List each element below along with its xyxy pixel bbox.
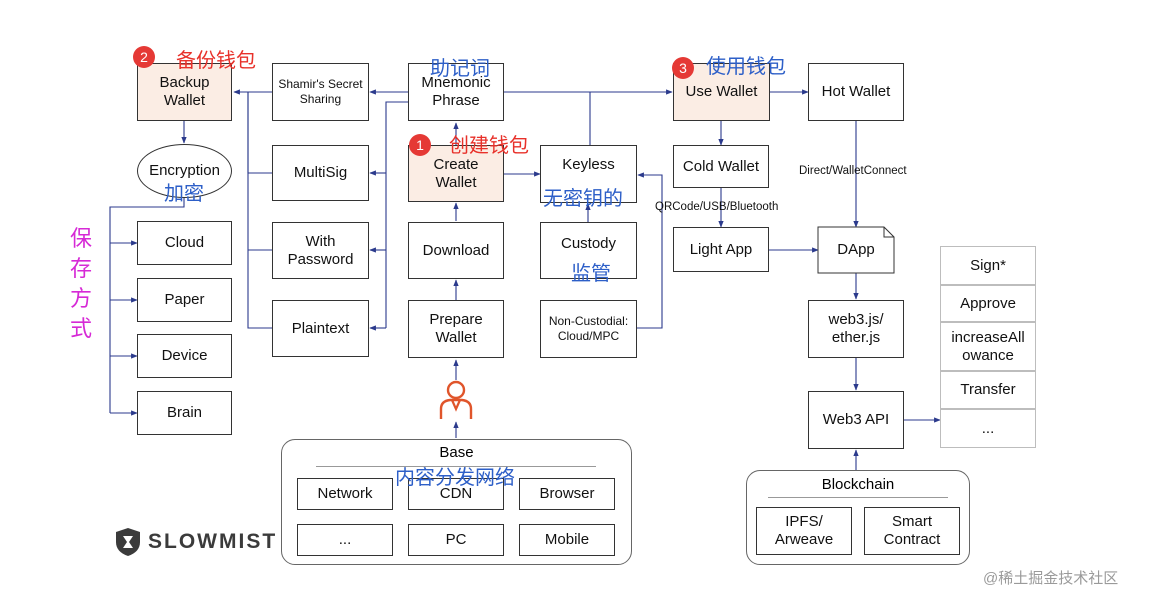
backup-wallet-label: Backup Wallet (159, 74, 210, 109)
smart-contract-label: Smart Contract (883, 513, 941, 548)
base-item-label: PC (445, 531, 467, 548)
light-app-node: Light App (673, 227, 769, 272)
annotation-cdn: 内容分发网络 (395, 467, 515, 489)
base-item-cdn: CDN (408, 478, 504, 510)
base-item-network: Network (297, 478, 393, 510)
blockchain-title: Blockchain (821, 476, 895, 493)
shamir-node: Shamir's Secret Sharing (272, 63, 369, 121)
base-item-label: Network (317, 485, 373, 502)
annotation-encryption: 加密 (164, 183, 204, 205)
approve-label: Approve (960, 294, 1016, 312)
blockchain-separator (768, 497, 948, 498)
more-methods-node: ... (940, 409, 1036, 448)
base-item-label: CDN (439, 485, 473, 502)
annotation-keyless: 无密钥的 (543, 188, 623, 210)
badge-use: 3 (672, 57, 694, 79)
keyless-node: Keyless (540, 145, 637, 203)
prepare-wallet-node: Prepare Wallet (408, 300, 504, 358)
sign-label: Sign* (970, 256, 1006, 274)
paper-label: Paper (164, 291, 205, 308)
cloud-label: Cloud (164, 234, 205, 251)
annotation-use: 使用钱包 (706, 56, 786, 78)
watermark: @稀土掘金技术社区 (983, 570, 1119, 587)
cloud-node: Cloud (137, 221, 232, 265)
with-password-node: With Password (272, 222, 369, 279)
ipfs-node: IPFS/ Arweave (756, 507, 852, 555)
shield-icon (116, 528, 140, 556)
brain-label: Brain (166, 404, 203, 421)
base-title: Base (439, 444, 474, 461)
encryption-label: Encryption (149, 162, 220, 179)
paper-node: Paper (137, 278, 232, 322)
shamir-label: Shamir's Secret Sharing (278, 77, 363, 106)
increase-allowance-label: increaseAll owance (951, 328, 1025, 364)
base-separator (316, 466, 596, 467)
annotation-storage: 保存方式 (69, 226, 92, 341)
use-wallet-label: Use Wallet (685, 83, 758, 100)
ipfs-label: IPFS/ Arweave (774, 513, 834, 548)
increase-allowance-node: increaseAll owance (940, 322, 1036, 371)
base-item-label: Browser (539, 485, 595, 502)
light-app-label: Light App (689, 240, 753, 258)
hot-wallet-node: Hot Wallet (808, 63, 904, 121)
transfer-node: Transfer (940, 371, 1036, 409)
qrcode-usb-bluetooth-label: QRCode/USB/Bluetooth (655, 201, 779, 213)
web3api-label: Web3 API (822, 411, 890, 428)
dapp-node: DApp (818, 227, 894, 273)
smart-contract-node: Smart Contract (864, 507, 960, 555)
annotation-custody: 监管 (571, 263, 611, 285)
web3js-node: web3.js/ ether.js (808, 300, 904, 358)
annotation-mnemonic: 助记词 (430, 58, 490, 80)
base-item-label: ... (338, 531, 352, 548)
base-item-mobile: Mobile (519, 524, 615, 556)
custody-node: Custody (540, 222, 637, 279)
transfer-label: Transfer (960, 381, 1016, 398)
keyless-label: Keyless (562, 156, 615, 173)
badge-create: 1 (409, 134, 431, 156)
encryption-node: Encryption (137, 144, 232, 198)
logo-text: SLOWMIST (148, 530, 278, 553)
prepare-wallet-label: Prepare Wallet (429, 311, 483, 346)
multisig-node: MultiSig (272, 145, 369, 201)
base-item-browser: Browser (519, 478, 615, 510)
base-item-more: ... (297, 524, 393, 556)
download-node: Download (408, 222, 504, 279)
web3js-label: web3.js/ ether.js (828, 311, 884, 346)
multisig-label: MultiSig (293, 164, 348, 181)
annotation-backup: 备份钱包 (176, 50, 256, 72)
user-icon (439, 380, 473, 419)
custody-label: Custody (560, 235, 617, 252)
plaintext-node: Plaintext (272, 300, 369, 357)
approve-node: Approve (940, 285, 1036, 322)
slowmist-logo: SLOWMIST (114, 527, 277, 557)
hot-wallet-label: Hot Wallet (821, 83, 891, 100)
device-label: Device (161, 347, 208, 364)
use-wallet-node: Use Wallet (673, 63, 770, 121)
badge-backup: 2 (133, 46, 155, 68)
device-node: Device (137, 334, 232, 378)
brain-node: Brain (137, 391, 232, 435)
web3api-node: Web3 API (808, 391, 904, 449)
direct-walletconnect-label: Direct/WalletConnect (799, 165, 907, 177)
non-custodial-node: Non-Custodial: Cloud/MPC (540, 300, 637, 358)
create-wallet-label: Create Wallet (433, 155, 479, 191)
cold-wallet-node: Cold Wallet (673, 145, 769, 188)
base-item-label: Mobile (544, 531, 590, 548)
annotation-create: 创建钱包 (449, 135, 529, 157)
sign-node: Sign* (940, 246, 1036, 285)
more-methods-label: ... (981, 419, 995, 437)
mnemonic-label: Mnemonic Phrase (421, 74, 491, 109)
download-label: Download (422, 241, 490, 259)
with-password-label: With Password (287, 232, 354, 268)
backup-wallet-node: Backup Wallet (137, 63, 232, 121)
cold-wallet-label: Cold Wallet (682, 157, 760, 175)
plaintext-label: Plaintext (291, 319, 350, 337)
dapp-label: DApp (837, 241, 875, 258)
mnemonic-node: Mnemonic Phrase (408, 63, 504, 121)
base-item-pc: PC (408, 524, 504, 556)
non-custodial-label: Non-Custodial: Cloud/MPC (548, 314, 629, 343)
